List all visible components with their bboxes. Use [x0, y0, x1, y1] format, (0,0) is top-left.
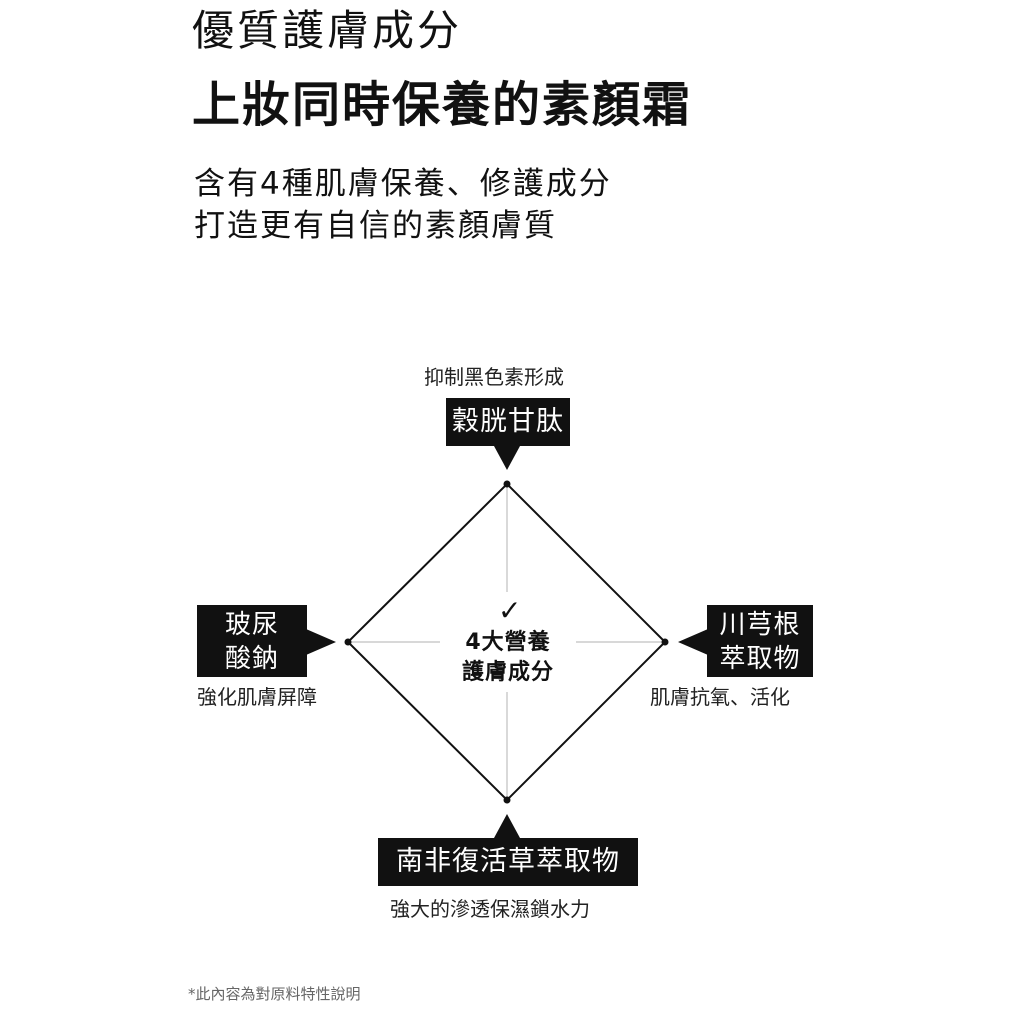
- description-line-1: 含有4種肌膚保養、修護成分: [194, 166, 612, 202]
- ingredient-top-note: 抑制黑色素形成: [424, 365, 564, 389]
- ingredient-bottom-label: 南非復活草萃取物: [378, 838, 638, 886]
- vertex-dot-left: [344, 638, 352, 646]
- center-label: 4大營養 護膚成分: [448, 628, 568, 688]
- checkmark-icon: ✓: [498, 594, 522, 627]
- center-label-line1: 4大營養: [465, 630, 551, 655]
- ingredient-left-note: 強化肌膚屏障: [197, 685, 317, 709]
- footnote: *此內容為對原料特性說明: [188, 985, 361, 1003]
- ingredient-left-label-line1: 玻尿: [224, 610, 279, 640]
- ingredient-right-label-line1: 川芎根: [719, 610, 801, 640]
- ingredient-left-label: 玻尿 酸鈉: [197, 605, 307, 677]
- pointer-left: [306, 629, 336, 655]
- vertex-dot-bottom: [503, 796, 511, 804]
- description-line-2: 打造更有自信的素顏膚質: [194, 208, 557, 244]
- section-eyebrow: 優質護膚成分: [192, 6, 463, 55]
- pointer-bottom: [494, 814, 520, 838]
- ingredient-left-label-line2: 酸鈉: [224, 644, 279, 674]
- center-label-line2: 護膚成分: [461, 660, 554, 685]
- pointer-right: [678, 629, 708, 655]
- vertex-dot-right: [661, 638, 669, 646]
- pointer-top: [494, 446, 520, 470]
- page-headline: 上妝同時保養的素顏霜: [192, 77, 693, 133]
- ingredient-bottom-note: 強大的滲透保濕鎖水力: [390, 897, 590, 921]
- ingredient-right-label-line2: 萃取物: [719, 644, 801, 674]
- ingredient-right-label: 川芎根 萃取物: [707, 605, 813, 677]
- ingredient-top-label: 穀胱甘肽: [446, 398, 570, 446]
- vertex-dot-top: [503, 480, 511, 488]
- ingredient-right-note: 肌膚抗氧、活化: [650, 685, 790, 709]
